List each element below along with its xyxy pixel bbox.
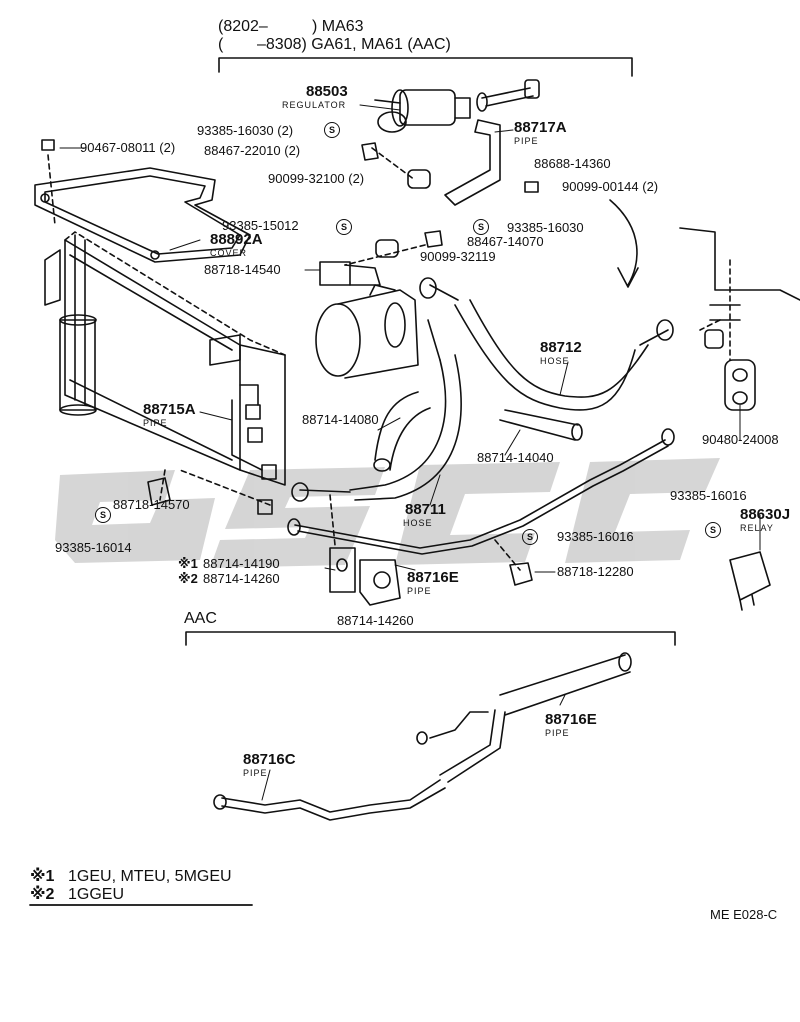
note1-mark: ※1	[178, 556, 198, 571]
part-88892A-number[interactable]: 88892A	[210, 231, 263, 248]
ref-93385-15012[interactable]: 93385-15012	[222, 218, 299, 233]
direction-arrow	[609, 199, 638, 286]
footnote2-text: 1GGEU	[68, 886, 125, 903]
ref-88714-14080[interactable]: 88714-14080	[302, 412, 379, 427]
part-88716E-aac-number[interactable]: 88716E	[545, 711, 597, 728]
ref-93385-16030[interactable]: 93385-16030	[507, 220, 584, 235]
part-88630J-name: RELAY	[740, 523, 774, 533]
footnote1-text: 1GEU, MTEU, 5MGEU	[68, 868, 232, 885]
diagram-code: ME E028-C	[710, 907, 778, 922]
hose-88714-14040	[499, 409, 583, 441]
ref-90099-32100-2[interactable]: 90099-32100 (2)	[268, 171, 365, 186]
footnote2-mark: ※2	[30, 886, 55, 903]
ref-93385-16030-2[interactable]: 93385-16030 (2)	[197, 123, 294, 138]
hose-88711	[291, 319, 462, 502]
part-88715A-name: PIPE	[143, 418, 168, 428]
ref-88718-14570[interactable]: 88718-14570	[113, 497, 190, 512]
header-line2-right: –8308) GA61, MA61 (AAC)	[257, 36, 451, 53]
ref-88714-14190[interactable]: 88714-14190	[203, 556, 280, 571]
aac-section-label: AAC	[184, 610, 217, 627]
part-88892A-name: COVER	[210, 248, 248, 258]
s-mark: S	[336, 219, 352, 235]
ref-88718-12280[interactable]: 88718-12280	[557, 564, 634, 579]
pipe-88715A	[231, 384, 277, 515]
ref-88718-14540[interactable]: 88718-14540	[204, 262, 281, 277]
fasteners	[41, 139, 539, 286]
ref-88714-14040[interactable]: 88714-14040	[477, 450, 554, 465]
part-88711-name: HOSE	[403, 518, 433, 528]
pipe-88716E	[287, 428, 675, 555]
s-mark: S	[473, 219, 489, 235]
ref-88714-14260-b[interactable]: 88714-14260	[337, 613, 414, 628]
part-88716C-name: PIPE	[243, 768, 268, 778]
watermark-logo	[55, 458, 720, 568]
s-mark: S	[324, 122, 340, 138]
ref-93385-16016[interactable]: 93385-16016	[557, 529, 634, 544]
part-88503-name: REGULATOR	[282, 100, 347, 110]
part-88717A-number[interactable]: 88717A	[514, 119, 567, 136]
compressor	[315, 284, 419, 379]
part-88715A-number[interactable]: 88715A	[143, 401, 196, 418]
ref-88688-14360[interactable]: 88688-14360	[534, 156, 611, 171]
condenser	[44, 231, 286, 486]
header-line1-right: ) MA63	[312, 18, 364, 35]
part-88630J-number[interactable]: 88630J	[740, 506, 791, 523]
footnote1-mark: ※1	[30, 868, 55, 885]
aac-bracket	[185, 631, 676, 646]
cover	[34, 167, 251, 263]
part-88712-number[interactable]: 88712	[540, 339, 582, 356]
dashed-leaders	[47, 147, 731, 571]
part-88503-number[interactable]: 88503	[306, 83, 348, 100]
part-88716E-number[interactable]: 88716E	[407, 569, 459, 586]
aac-pipe-88716C	[213, 779, 446, 821]
part-88716E-aac-name: PIPE	[545, 728, 570, 738]
header-bracket	[218, 57, 633, 77]
pipe-88717A	[476, 79, 540, 112]
note2-mark: ※2	[178, 571, 198, 586]
ref-88467-14070[interactable]: 88467-14070	[467, 234, 544, 249]
hose-88712	[419, 277, 674, 411]
ref-90480-24008[interactable]: 90480-24008	[702, 432, 779, 447]
relay	[729, 551, 771, 611]
aac-pipe-88716E	[416, 652, 632, 783]
part-88717A-name: PIPE	[514, 136, 539, 146]
s-mark: S	[705, 522, 721, 538]
s-mark: S	[522, 529, 538, 545]
regulator	[374, 89, 471, 133]
firewall	[679, 227, 800, 349]
ref-90099-00144-2[interactable]: 90099-00144 (2)	[562, 179, 659, 194]
ref-88714-14260-a[interactable]: 88714-14260	[203, 571, 280, 586]
ref-93385-16014[interactable]: 93385-16014	[55, 540, 132, 555]
part-88716C-number[interactable]: 88716C	[243, 751, 296, 768]
ref-93385-16016-relay[interactable]: 93385-16016	[670, 488, 747, 503]
part-88712-name: HOSE	[540, 356, 570, 366]
hose-88714-14080	[373, 391, 431, 472]
bracket-88688	[444, 119, 501, 206]
part-88711-number[interactable]: 88711	[405, 501, 446, 518]
header-line1-left: (8202–	[218, 18, 268, 35]
ref-90467-08011-2[interactable]: 90467-08011 (2)	[80, 140, 176, 155]
ref-88467-22010-2[interactable]: 88467-22010 (2)	[204, 143, 301, 158]
leader-lines	[59, 104, 761, 801]
part-88716E-name: PIPE	[407, 586, 432, 596]
ref-90099-32119[interactable]: 90099-32119	[420, 249, 496, 264]
s-mark: S	[95, 507, 111, 523]
clamps	[147, 477, 533, 586]
mount-bracket	[329, 547, 401, 606]
header-line2-left: (	[218, 36, 224, 53]
grommet	[724, 359, 756, 411]
